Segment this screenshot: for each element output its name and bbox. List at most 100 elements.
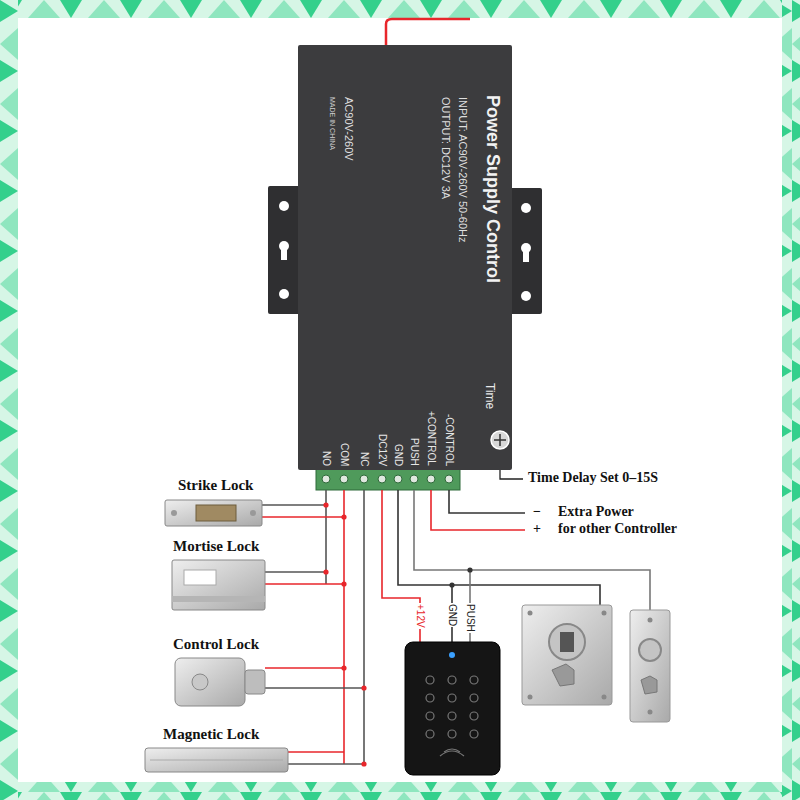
delay-knob xyxy=(485,425,515,455)
exit-button xyxy=(630,610,670,722)
keypad xyxy=(426,730,434,738)
note-text: Extra Power xyxy=(558,504,634,520)
junction-dot xyxy=(449,582,454,587)
keypad xyxy=(448,676,456,684)
magnetic-lock xyxy=(145,748,288,772)
lock-wire xyxy=(262,516,344,518)
junction-dot xyxy=(361,685,366,690)
lock-wire xyxy=(262,490,364,766)
lock-wire xyxy=(265,571,326,573)
terminal-block xyxy=(340,475,348,483)
terminal-block xyxy=(394,475,402,483)
lock-wire xyxy=(288,763,364,765)
keypad xyxy=(426,676,434,684)
lock-wire xyxy=(262,504,326,506)
junction-dot xyxy=(341,514,346,519)
terminal-block xyxy=(427,475,435,483)
delay-knob xyxy=(491,431,509,449)
keypad xyxy=(470,676,478,684)
mounting-tab xyxy=(268,186,302,314)
signal-name: PUSH xyxy=(465,603,476,633)
note-text: for other Controller xyxy=(558,521,677,537)
keypad xyxy=(426,712,434,720)
signal-name: +12V xyxy=(415,603,426,629)
exit-button xyxy=(602,695,607,700)
delay-knob xyxy=(494,434,506,446)
lock-wire xyxy=(343,490,345,764)
terminal-name: COM xyxy=(339,443,350,466)
signal-name: GND xyxy=(447,603,458,627)
exit-button xyxy=(602,611,607,616)
terminal-name: PUSH xyxy=(409,438,420,466)
part-name: Mortise Lock xyxy=(173,538,259,555)
strike-lock xyxy=(196,505,236,521)
terminal-block xyxy=(316,468,460,490)
part-name: Control Lock xyxy=(173,636,259,653)
control-lock xyxy=(175,658,245,706)
terminal-name: +CONTROL xyxy=(426,411,437,466)
control-lock xyxy=(192,674,208,690)
decorative-frame xyxy=(0,0,18,800)
decorative-frame xyxy=(18,18,782,782)
keypad xyxy=(470,712,478,720)
terminal-name: DC12V xyxy=(377,434,388,466)
terminal-name: NO xyxy=(321,451,332,466)
magnetic-lock xyxy=(145,748,288,772)
mortise-lock xyxy=(172,560,265,610)
mounting-tab xyxy=(281,246,287,260)
decorative-frame xyxy=(0,0,800,18)
junction-dot xyxy=(341,581,346,586)
keypad xyxy=(426,694,434,702)
extra-power-wire xyxy=(431,490,525,530)
keypad xyxy=(470,730,478,738)
strike-lock xyxy=(250,510,256,516)
strike-lock xyxy=(165,500,262,526)
strike-lock xyxy=(171,510,177,516)
junction-dot xyxy=(449,567,472,587)
terminal-block xyxy=(322,475,330,483)
lock-wire xyxy=(288,751,344,753)
junction-dot xyxy=(467,567,472,572)
mounting-tab xyxy=(523,248,529,262)
spec-text: OUTPUT: DC12V 3A xyxy=(440,97,452,199)
magnetic-lock xyxy=(150,760,283,761)
spec-text: AC90V-260V xyxy=(343,97,355,161)
exit-button xyxy=(549,624,585,660)
power-input-wire xyxy=(386,19,470,46)
mortise-lock xyxy=(184,570,216,585)
mortise-lock xyxy=(172,596,265,602)
keypad xyxy=(448,730,456,738)
polarity-sign: + xyxy=(533,521,541,537)
terminal-name: NC xyxy=(359,452,370,466)
mounting-tab xyxy=(521,291,531,301)
lock-wire xyxy=(265,687,364,689)
exit-button xyxy=(641,676,657,694)
box-title: Power Supply Control xyxy=(482,95,503,283)
lock-wire xyxy=(265,583,344,585)
terminal-block xyxy=(316,468,460,490)
extra-power-wire xyxy=(431,490,525,530)
terminal-name: -CONTROL xyxy=(444,414,455,466)
lock-wire xyxy=(265,667,344,669)
keypad xyxy=(449,652,455,658)
junction-dot xyxy=(323,502,328,507)
keypad xyxy=(426,676,478,756)
junction-dot xyxy=(323,569,328,574)
origin-text: MADE IN CHINA xyxy=(329,97,336,150)
power-supply-box: Power Supply ControlINPUT: AC90V-260V 50… xyxy=(298,45,512,470)
power-input-wire xyxy=(386,19,470,46)
decorative-frame xyxy=(0,782,800,800)
keypad xyxy=(448,694,456,702)
junction-dot xyxy=(323,502,366,766)
exit-button xyxy=(552,664,574,686)
keypad xyxy=(405,642,500,775)
exit-button xyxy=(528,695,533,700)
mortise-lock xyxy=(172,560,265,610)
knob-label: Time xyxy=(483,383,497,409)
terminal-block xyxy=(378,475,386,483)
junction-dot xyxy=(361,761,366,766)
terminal-block xyxy=(410,475,418,483)
mounting-tab xyxy=(279,201,289,211)
